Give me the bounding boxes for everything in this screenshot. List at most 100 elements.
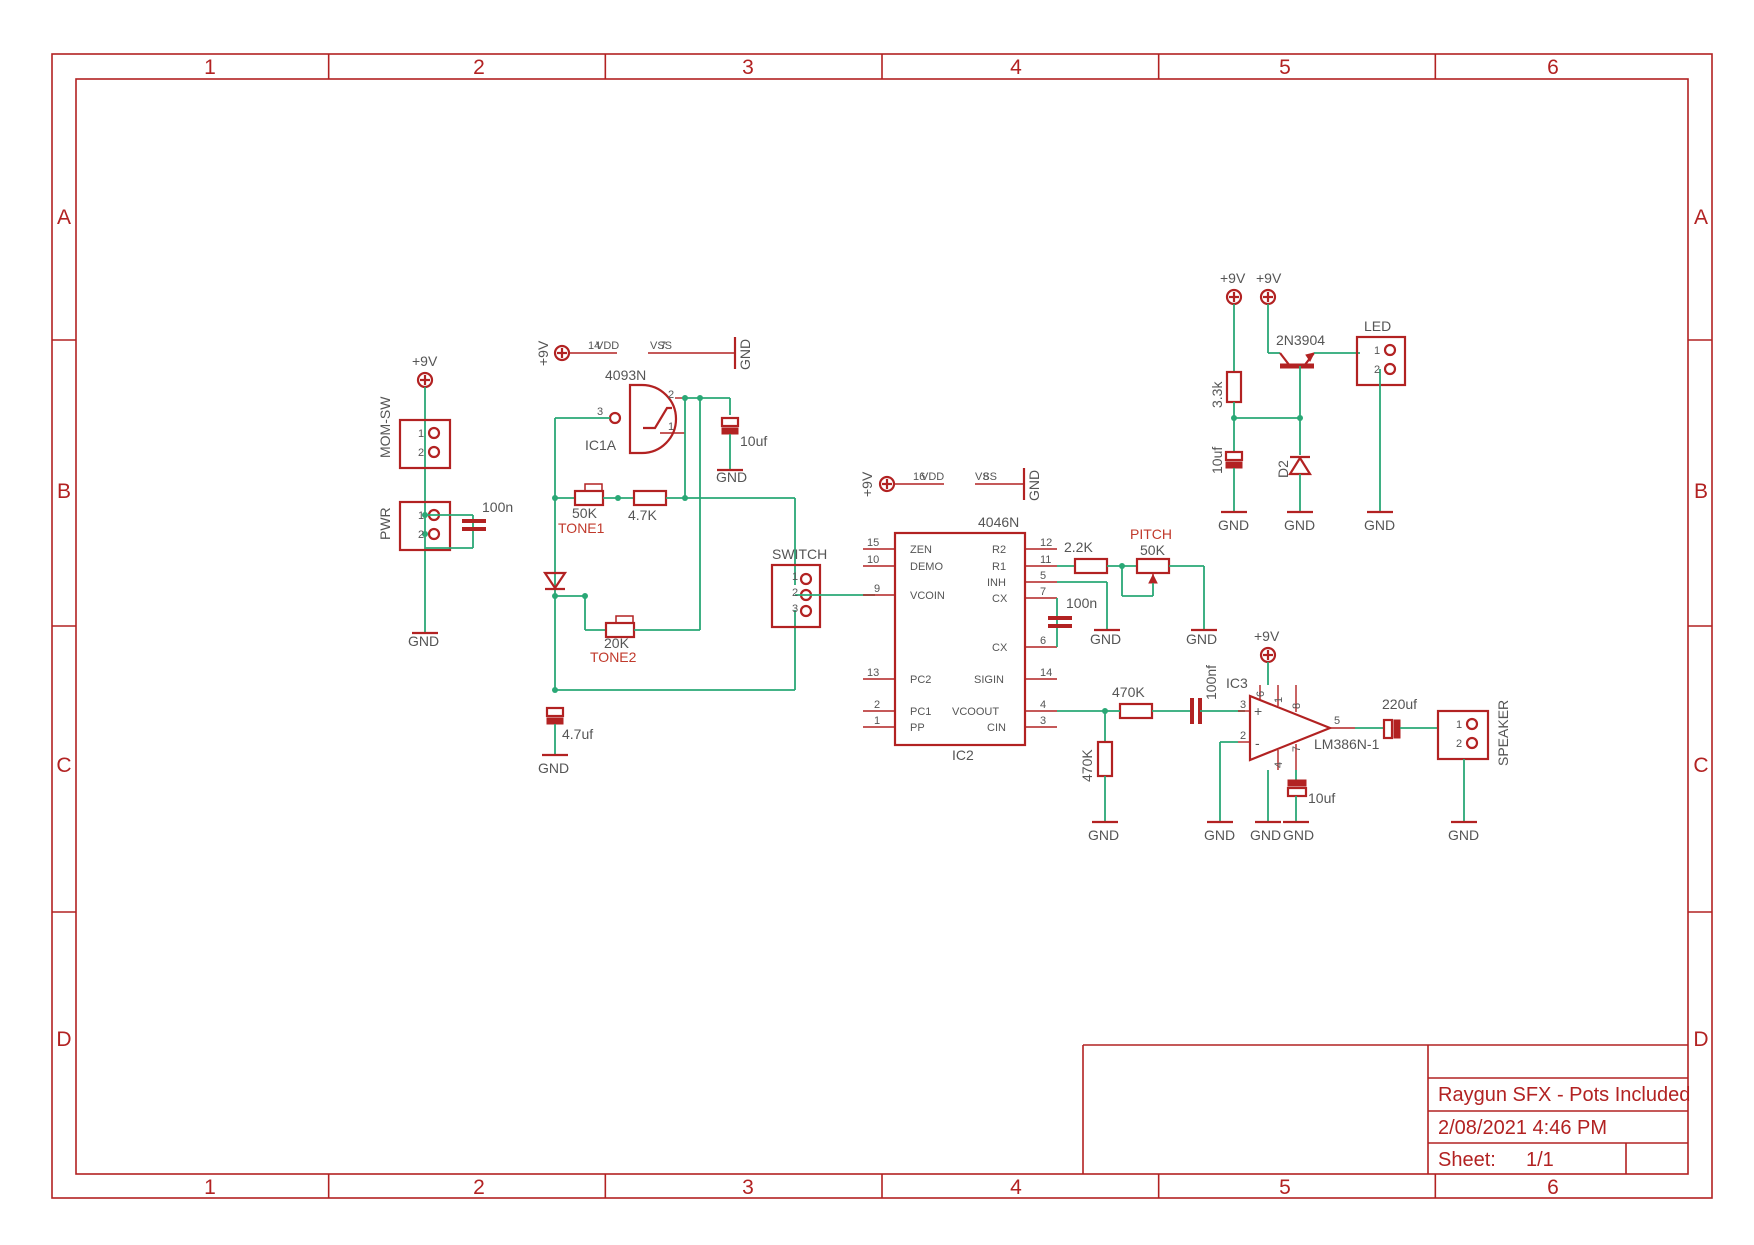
speaker-pin2: 2 [1456,738,1462,750]
ic1-vss-label: VSS [650,340,672,352]
ic2-power-pins [878,468,1026,500]
ic2-pin-r2: R2 [992,544,1006,556]
ic1-cap-value: 10uf [740,433,767,449]
ic1-nand-gate [608,383,685,455]
ic1-gnd: GND [737,339,753,370]
pwr-label: PWR [377,507,393,540]
zone-row-c-right: C [1693,754,1708,777]
sheet-value: 1/1 [1526,1149,1554,1171]
ic2-vss-pin: 8 [983,471,989,483]
zone-row-a-left: A [57,206,71,229]
mom-sw-pin2: 2 [418,447,424,459]
ic3-pin5: 5 [1334,715,1340,727]
ic3-gnd-b: GND [1250,827,1281,843]
ic2-name: IC2 [952,747,974,763]
pwr-plus9v: +9V [412,353,438,369]
r-470k-shunt-value: 470K [1079,749,1095,782]
ic1-power-pins [553,337,737,369]
ic1-pin1: 1 [668,421,674,433]
zone-col-4-bottom: 4 [1010,1176,1022,1199]
ic3-plus9v: +9V [1254,628,1280,644]
d2-gnd: GND [1284,517,1315,533]
zone-col-5-bottom: 5 [1279,1176,1291,1199]
tone1-value: 50K [572,505,598,521]
led-plus9v-a: +9V [1220,270,1246,286]
cap-4u7-gnd: GND [538,760,569,776]
pwr-gnd: GND [408,633,439,649]
ic2-wiring [1048,557,1245,822]
ic2-vss-label: VSS [975,471,997,483]
cap-4u7-value: 4.7uf [562,726,593,742]
ic2-pin-4: 4 [1040,699,1046,711]
drawing-date: 2/08/2021 4:46 PM [1438,1117,1607,1139]
ic2-pin-11: 11 [1040,554,1051,566]
ic3-pin1: 1 [1273,697,1285,703]
ic2-ground-bars [542,468,1477,824]
zone-col-1-top: 1 [204,56,216,79]
mom-sw-pin1: 1 [418,428,424,440]
ic3-pin8: 8 [1291,703,1303,709]
zone-row-d-right: D [1693,1028,1708,1051]
pwr-cap-value: 100n [482,499,513,515]
zone-row-a-right: A [1694,206,1708,229]
ic2-pin-vcoin: VCOIN [910,590,945,602]
ic1-pin3: 3 [597,406,603,418]
ic2-pin-pc1: PC1 [910,706,931,718]
ic2-pin-r1: R1 [992,561,1006,573]
speaker-connector [1436,709,1490,822]
zone-col-6-bottom: 6 [1547,1176,1559,1199]
ic2-pin-cx-b: CX [992,642,1008,654]
cap-220uf-value: 220uf [1382,696,1417,712]
ic3-minus-input: - [1255,735,1260,751]
zone-row-b-left: B [57,480,71,503]
led-pin2: 2 [1374,364,1380,376]
drawing-frame [51,53,1713,1199]
ic2-pin-2: 2 [874,699,880,711]
ic3-pin7: 7 [1291,746,1303,752]
ic2-pin-13: 13 [867,667,879,679]
ic1-vdd-plus9v: +9V [535,340,551,366]
ic3-pin6: 6 [1255,691,1267,697]
r-470k-series-value: 470K [1112,684,1145,700]
ic2-body [863,531,1057,747]
switch-label: SWITCH [772,546,827,562]
ic2-pin-sigin: SIGIN [974,674,1004,686]
ic2-pin-14: 14 [1040,667,1052,679]
ic2-pin-3: 3 [1040,715,1046,727]
pitch-value: 50K [1140,542,1166,558]
ic2-vdd-pin: 16 [913,471,925,483]
zone-col-6-top: 6 [1547,56,1559,79]
led-driver [1221,288,1407,514]
pwr-pin1: 1 [418,510,424,522]
ic2-vdd-plus9v: +9V [859,471,875,497]
switch-connector [770,563,875,629]
tone1-label: TONE1 [558,520,605,536]
cap-100nf-value: 100nf [1203,665,1219,700]
pitch-gnd: GND [1186,631,1217,647]
zone-col-3-bottom: 3 [742,1176,754,1199]
ic1-vdd-pin: 14 [588,340,600,352]
ic2-pin-6: 6 [1040,635,1046,647]
ic2-vdd-label: VDD [921,471,944,483]
ic1-cap-gnd: GND [716,469,747,485]
d2-label: D2 [1275,460,1291,478]
pwr-pin2: 2 [418,529,424,541]
transistor-part: 2N3904 [1276,332,1325,348]
ic2-pin-demo: DEMO [910,561,943,573]
ic2-pin-15: 15 [867,537,879,549]
tone2-label: TONE2 [590,649,637,665]
drawing-title: Raygun SFX - Pots Included [1438,1084,1690,1106]
zone-col-2-top: 2 [473,56,485,79]
zone-col-2-bottom: 2 [473,1176,485,1199]
ic2-pin-10: 10 [867,554,879,566]
led-gnd: GND [1364,517,1395,533]
ic2-pin-pc2: PC2 [910,674,931,686]
zone-col-4-top: 4 [1010,56,1022,79]
ic3-gnd-c: GND [1283,827,1314,843]
switch-pin2: 2 [792,587,798,599]
ic2-cap-value: 100n [1066,595,1097,611]
led-cap-value: 10uf [1209,447,1225,474]
ic2-pin-zen: ZEN [910,544,932,556]
switch-pin1: 1 [792,571,798,583]
